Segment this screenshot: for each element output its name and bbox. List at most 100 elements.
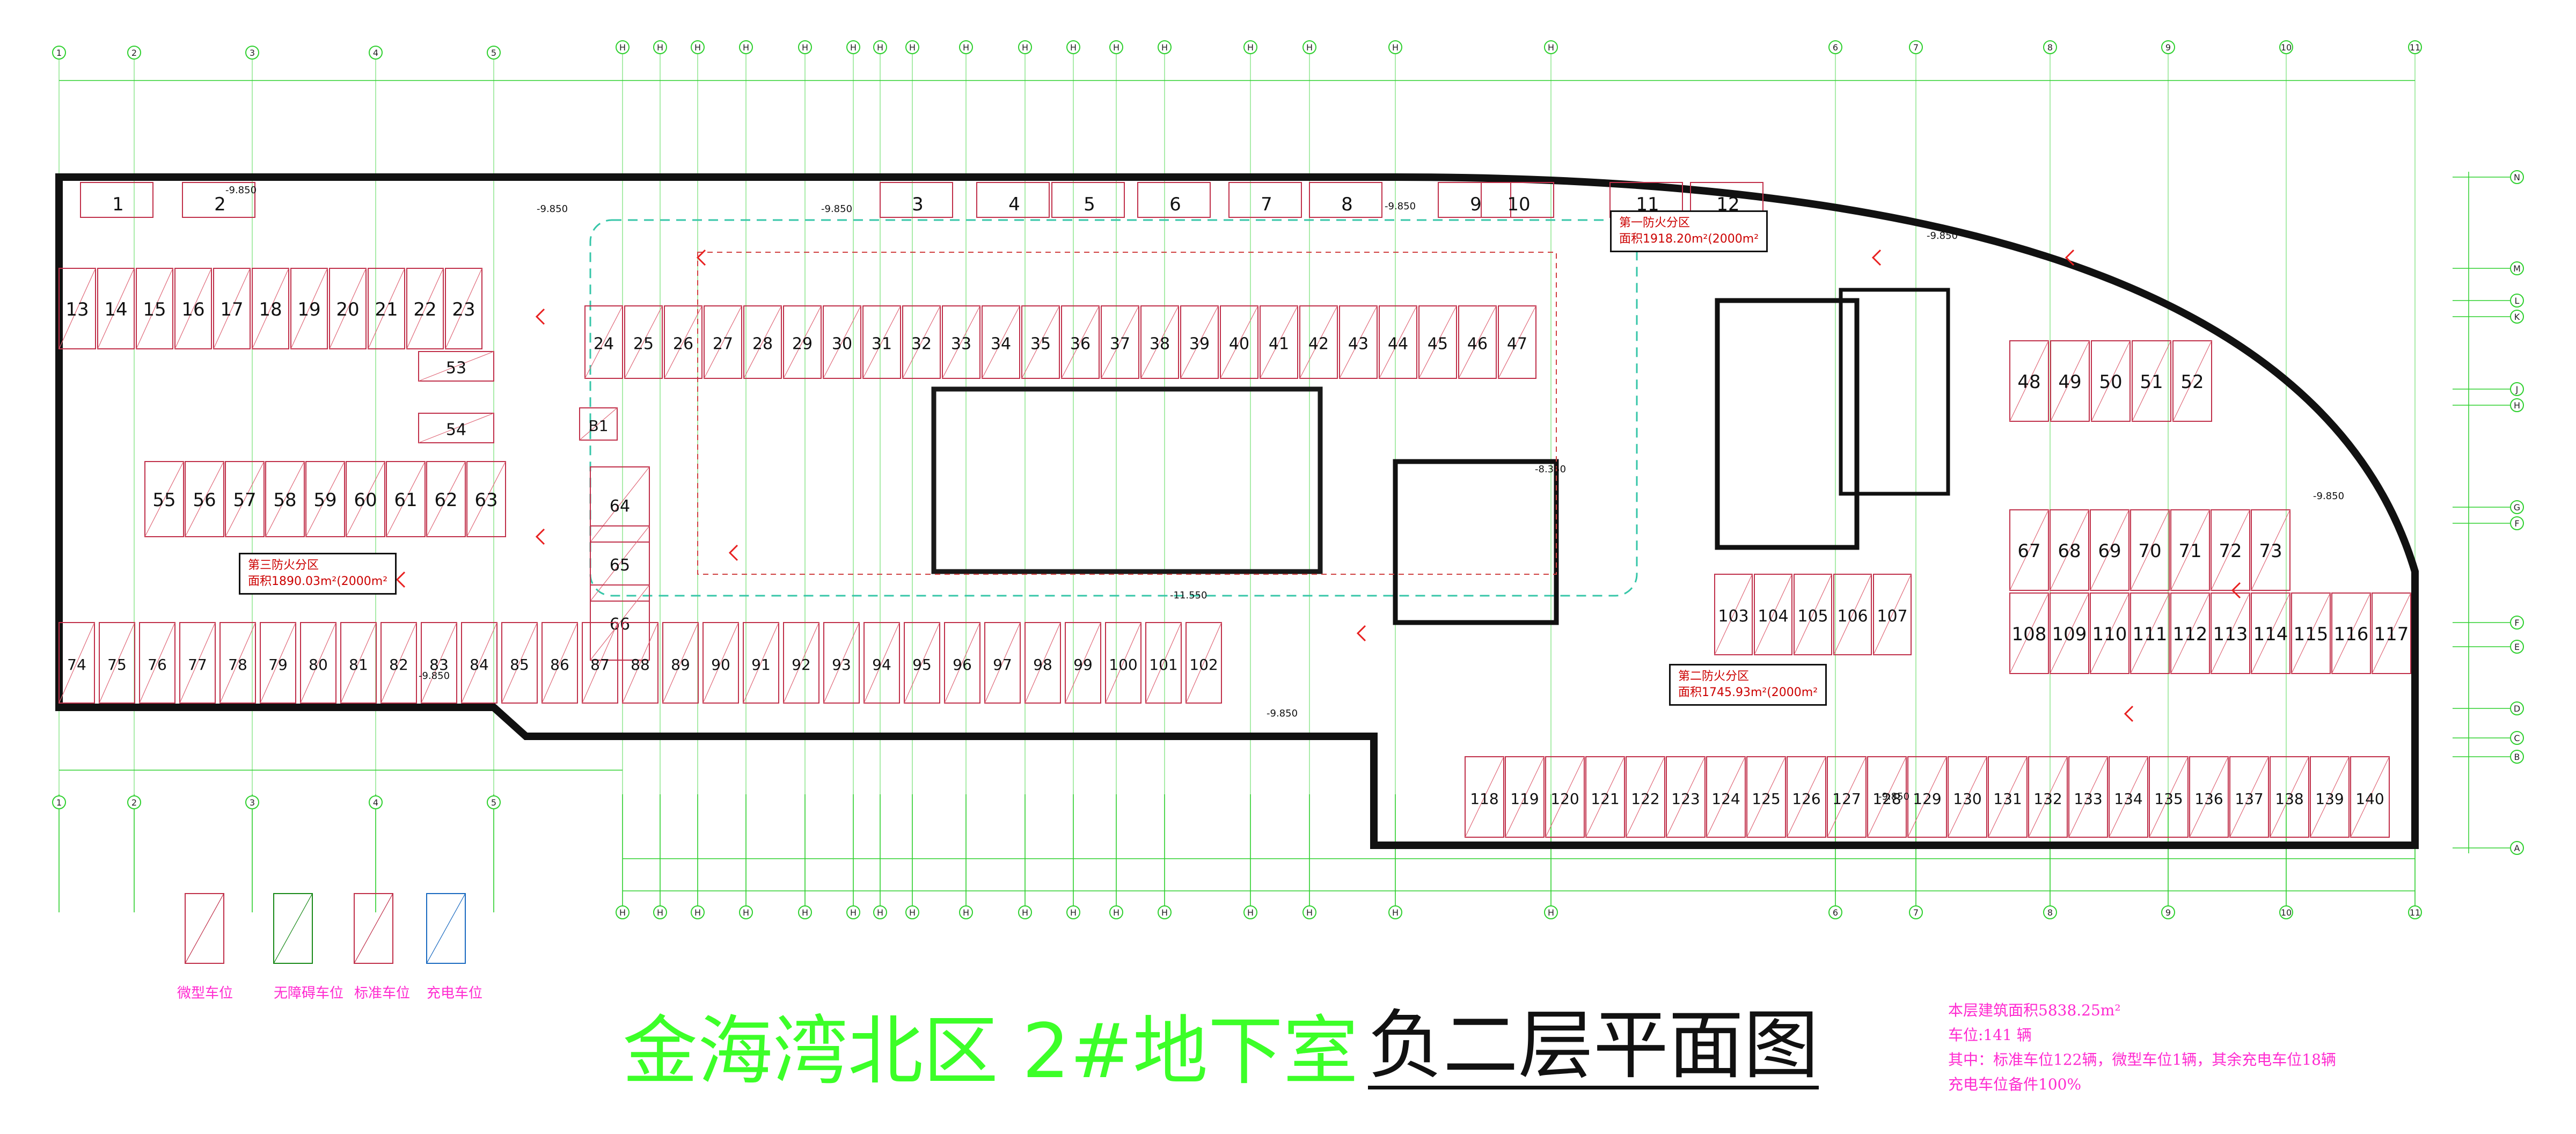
parking-stall: 77 — [179, 622, 216, 704]
stall-number: 42 — [1308, 335, 1329, 354]
parking-stall: 65 — [590, 525, 650, 602]
legend-standard-label: 标准车位 — [354, 985, 411, 1001]
parking-stall: 131 — [1988, 756, 2028, 838]
parking-stall: 104 — [1754, 574, 1792, 655]
stall-number: 127 — [1832, 790, 1861, 808]
stall-number: 56 — [193, 489, 216, 511]
parking-stall: 118 — [1465, 756, 1504, 838]
stall-number: 9 — [1470, 194, 1482, 215]
parking-stall: 132 — [2028, 756, 2068, 838]
parking-stall: 86 — [541, 622, 578, 704]
parking-stall: 98 — [1024, 622, 1061, 704]
stall-number: 87 — [590, 656, 610, 674]
parking-stall: 44 — [1379, 305, 1417, 379]
grid-bubble-label: H — [619, 908, 626, 918]
parking-stall: 46 — [1458, 305, 1497, 379]
parking-stall: 102 — [1185, 622, 1222, 704]
grid-bubble-label: H — [1113, 908, 1119, 918]
stall-number: 123 — [1671, 790, 1700, 808]
parking-stall: 48 — [2009, 340, 2049, 422]
grid-bubble-label: 11 — [2410, 42, 2420, 53]
stall-number: 1 — [112, 194, 124, 215]
elevation-mark: -11.550 — [1170, 590, 1207, 601]
stall-number: 79 — [268, 656, 288, 674]
parking-stall: 72 — [2211, 509, 2250, 591]
parking-stall: 58 — [265, 461, 305, 537]
parking-stall: 126 — [1787, 756, 1826, 838]
parking-stall: 24 — [584, 305, 623, 379]
parking-stall: 40 — [1220, 305, 1258, 379]
elevation-mark: -9.850 — [225, 185, 257, 196]
grid-bubble-label: H — [1161, 42, 1168, 53]
stall-number: 104 — [1758, 607, 1788, 626]
parking-stall: 18 — [252, 268, 289, 349]
parking-stall: 78 — [219, 622, 256, 704]
parking-stall: 60 — [346, 461, 385, 537]
stall-number: 60 — [354, 489, 377, 511]
parking-stall: 122 — [1626, 756, 1665, 838]
stall-number: 37 — [1110, 335, 1130, 354]
grid-bubble-label: H — [1247, 42, 1254, 53]
stall-number: 28 — [752, 335, 773, 354]
stall-number: 86 — [550, 656, 569, 674]
drawing-title: 金海湾北区 2#地下室 负二层平面图 — [623, 993, 1819, 1089]
parking-stall: 137 — [2229, 756, 2269, 838]
parking-stall: 136 — [2189, 756, 2229, 838]
grid-bubble-label: H — [1161, 908, 1168, 918]
parking-stall: 16 — [174, 268, 212, 349]
grid-bubble-label: H — [1113, 42, 1119, 53]
stall-number: 35 — [1030, 335, 1051, 354]
stall-number: 43 — [1348, 335, 1368, 354]
stall-number: 106 — [1837, 607, 1868, 626]
parking-stall: 92 — [783, 622, 819, 704]
parking-stall: 49 — [2050, 340, 2090, 422]
stall-number: 50 — [2099, 371, 2122, 393]
parking-stall: 26 — [664, 305, 702, 379]
parking-stall: 89 — [662, 622, 699, 704]
parking-stall: 94 — [863, 622, 900, 704]
parking-stall: 55 — [144, 461, 184, 537]
parking-stall: 51 — [2132, 340, 2171, 422]
parking-stall: 90 — [702, 622, 739, 704]
parking-stall: 8 — [1309, 182, 1382, 218]
grid-row-label: D — [2514, 704, 2520, 714]
stall-number: 14 — [104, 299, 127, 320]
parking-stall: 115 — [2291, 592, 2331, 674]
parking-stall: 29 — [783, 305, 822, 379]
stall-number: 62 — [434, 489, 457, 511]
stall-number: 126 — [1792, 790, 1820, 808]
parking-stall: 96 — [944, 622, 980, 704]
elevation-mark: -9.850 — [1385, 201, 1416, 212]
parking-stall: 15 — [136, 268, 173, 349]
grid-bubble-label: 2 — [131, 798, 137, 808]
grid-bubble-label: 1 — [56, 48, 62, 58]
parking-stall: 114 — [2251, 592, 2290, 674]
parking-stall: 93 — [823, 622, 860, 704]
grid-row-label: F — [2514, 618, 2519, 628]
stall-number: 41 — [1269, 335, 1289, 354]
stall-number: 48 — [2017, 371, 2040, 393]
grid-bubble-label: H — [1070, 908, 1077, 918]
parking-stall: 117 — [2372, 592, 2411, 674]
grid-lines: 1122334455HHHHHHHHHHHHHHHHHHHHHHHHHHHHHH… — [52, 40, 2524, 919]
grid-bubble-label: 5 — [491, 798, 496, 808]
stall-number: 110 — [2092, 624, 2127, 645]
parking-stall: 85 — [501, 622, 538, 704]
parking-stall: B1 — [579, 407, 618, 441]
parking-stall: 74 — [58, 622, 95, 704]
parking-stall: 91 — [743, 622, 779, 704]
stall-number: 114 — [2253, 624, 2288, 645]
stall-number: 78 — [228, 656, 247, 674]
stall-number: 103 — [1718, 607, 1748, 626]
stall-number: 81 — [349, 656, 368, 674]
stall-number: 74 — [67, 656, 86, 674]
stall-number: 107 — [1877, 607, 1907, 626]
parking-stall: 39 — [1180, 305, 1219, 379]
grid-row-label: A — [2514, 843, 2520, 853]
stall-number: 118 — [1470, 790, 1498, 808]
stall-number: 33 — [951, 335, 971, 354]
grid-bubble-label: 10 — [2281, 42, 2292, 53]
grid-bubble-label: H — [657, 908, 663, 918]
stall-number: 129 — [1913, 790, 1941, 808]
parking-stall: 111 — [2130, 592, 2170, 674]
